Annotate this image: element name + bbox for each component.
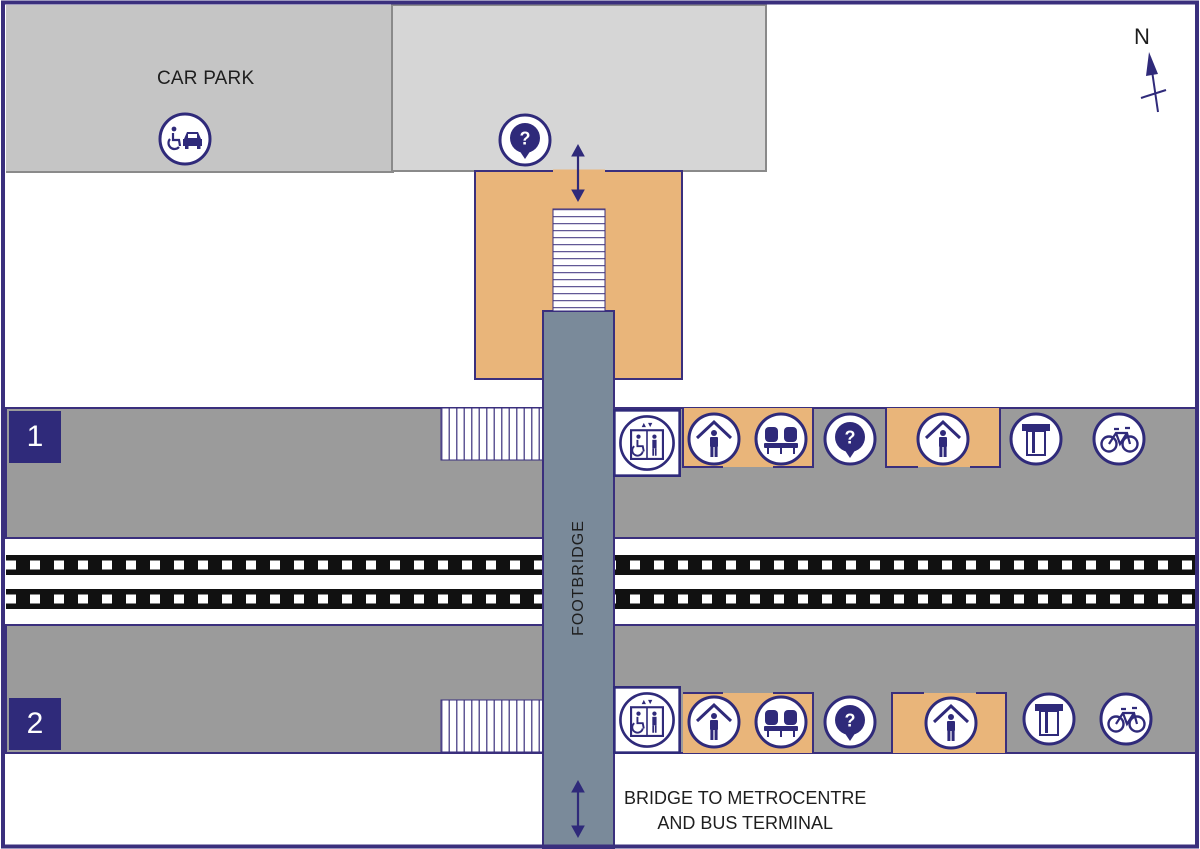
ticket-machine-icon [1022, 692, 1076, 746]
ticket-hall-stairs [552, 208, 606, 312]
bridge-label-line-2: AND BUS TERMINAL [657, 813, 834, 833]
lift-icon[interactable] [613, 409, 681, 477]
platform-1-number: 1 [9, 411, 61, 463]
bridge-arrow-icon [571, 779, 585, 839]
shelter-icon [687, 695, 741, 749]
platform-1-stairs [440, 407, 545, 461]
footbridge-label: FOOTBRIDGE [570, 520, 587, 636]
lift-icon[interactable] [613, 686, 681, 754]
platform-2-stairs [440, 699, 545, 753]
platform-2-number: 2 [9, 698, 61, 750]
north-label: N [1134, 24, 1150, 49]
ticket-machine-icon [1009, 412, 1063, 466]
accessible-parking-icon [158, 112, 212, 166]
bridge-label-line-1: BRIDGE TO METROCENTRE [624, 788, 867, 808]
information-point-icon [498, 113, 552, 167]
shelter-icon [924, 696, 978, 750]
information-point-icon [823, 412, 877, 466]
cycle-parking-icon [1099, 692, 1153, 746]
shelter-icon [687, 412, 741, 466]
entrance-arrow-icon [571, 143, 585, 203]
cycle-parking-icon [1092, 412, 1146, 466]
forecourt-area [391, 4, 767, 172]
seating-icon [754, 412, 808, 466]
shelter-icon [916, 412, 970, 466]
seating-icon [754, 695, 808, 749]
north-arrow-icon [1140, 52, 1167, 113]
information-point-icon [823, 695, 877, 749]
car-park-label: CAR PARK [157, 68, 255, 89]
bridge-to-metrocentre-label: BRIDGE TO METROCENTRE AND BUS TERMINAL [624, 786, 866, 836]
